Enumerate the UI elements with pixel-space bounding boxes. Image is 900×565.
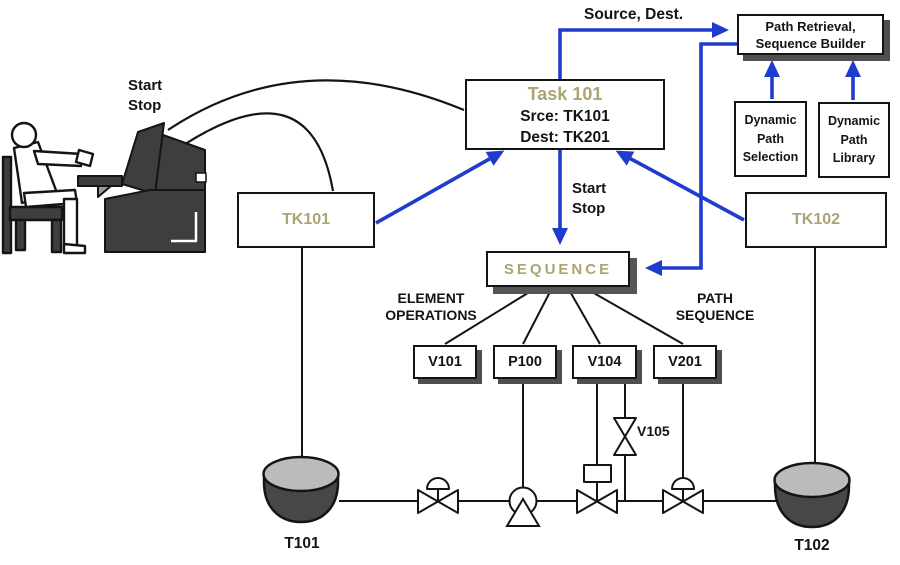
- task-start-stop-label: Start Stop: [572, 179, 606, 219]
- valve-v104-right-wedge: [596, 489, 618, 514]
- path-sequence-line1: PATH: [696, 290, 734, 306]
- pump-p100-symbol: [505, 486, 541, 527]
- dynamic-library-line1: Dynamic: [827, 114, 881, 129]
- black-connectors: [301, 248, 816, 502]
- valve-v101-dome: [426, 477, 450, 490]
- console-panel-line: [171, 212, 198, 243]
- tk101-box: TK101: [237, 192, 375, 248]
- task-stop-line: Stop: [572, 200, 606, 217]
- dynamic-library-line2: Path: [840, 132, 868, 147]
- arrow-task-to-path-retrieval: [558, 22, 729, 79]
- pump-p100-base: [505, 497, 541, 527]
- valve-v104-left-wedge: [576, 489, 598, 514]
- operator-stop-line: Stop: [128, 97, 162, 114]
- path-retrieval-box: Path Retrieval, Sequence Builder: [737, 14, 884, 55]
- operator-console: [77, 122, 207, 253]
- element-box-v201: V201: [653, 345, 717, 379]
- person-shin: [62, 197, 79, 252]
- dynamic-selection-line2: Path: [756, 131, 785, 146]
- dynamic-selection-line3: Selection: [742, 150, 799, 165]
- task-box: Task 101 Srce: TK101 Dest: TK201: [465, 79, 665, 150]
- valve-v101-left-wedge: [417, 489, 439, 514]
- element-operations-line2: OPERATIONS: [385, 307, 477, 323]
- tank-t102: [773, 461, 851, 529]
- t101-label: T101: [284, 535, 320, 552]
- console-notch: [195, 172, 207, 183]
- task-start-line: Start: [572, 180, 607, 197]
- path-retrieval-line1: Path Retrieval,: [765, 18, 856, 34]
- valve-v105-top-wedge: [613, 417, 637, 438]
- tk102-box: TK102: [745, 192, 887, 248]
- valve-v105-symbol: [613, 417, 637, 456]
- path-retrieval-line2: Sequence Builder: [755, 35, 866, 51]
- valve-v201-symbol: [662, 477, 704, 514]
- sequence-fan-line-p100: [522, 287, 553, 345]
- task-title: Task 101: [527, 84, 603, 104]
- chair-leg-front: [14, 218, 27, 252]
- chair-back: [1, 155, 13, 255]
- valve-v104-symbol: [576, 464, 618, 514]
- path-sequence-line2: SEQUENCE: [675, 307, 755, 323]
- t102-label: T102: [794, 537, 830, 554]
- tank-t102-top: [773, 461, 851, 499]
- element-box-v101: V101: [413, 345, 477, 379]
- blue-arrows: [375, 22, 861, 276]
- dynamic-path-library-box: Dynamic Path Library: [818, 102, 890, 178]
- valve-v201-left-wedge: [662, 489, 684, 514]
- chair-leg-rear: [50, 218, 63, 254]
- sequence-fan-line-v201: [584, 287, 684, 345]
- sequence-fan-line-v104: [567, 287, 601, 345]
- operator-start-line: Start: [128, 77, 163, 94]
- chair-seat: [8, 205, 64, 222]
- person-hand: [74, 148, 95, 168]
- arc-console-to-task: [167, 79, 465, 131]
- arrow-tk102-to-task: [615, 150, 745, 222]
- dynamic-path-selection-box: Dynamic Path Selection: [734, 101, 807, 177]
- console-desk: [77, 175, 123, 187]
- element-operations-label: ELEMENT OPERATIONS: [368, 290, 494, 324]
- person-head: [10, 121, 38, 149]
- task-source-line: Srce: TK101: [520, 108, 610, 125]
- valve-v201-dome: [671, 477, 695, 490]
- arrow-tk101-to-task: [375, 150, 505, 225]
- sequence-box: SEQUENCE: [486, 251, 630, 287]
- task-dest-line: Dest: TK201: [520, 129, 610, 146]
- valve-v104-actuator: [583, 464, 612, 483]
- source-dest-label: Source, Dest.: [584, 6, 684, 23]
- path-sequence-label: PATH SEQUENCE: [652, 290, 778, 324]
- person-foot: [62, 242, 87, 255]
- arc-console-to-tk101: [175, 112, 335, 192]
- operator-figure: [1, 121, 95, 255]
- dynamic-library-line3: Library: [832, 151, 876, 166]
- tank-t101: [262, 455, 340, 524]
- person-arm: [32, 149, 84, 168]
- valve-v101-symbol: [417, 477, 459, 514]
- operator-start-stop-label: Start Stop: [128, 76, 162, 116]
- valve-v101-right-wedge: [437, 489, 459, 514]
- sequence-fan-line-v101: [444, 287, 537, 345]
- element-operations-line1: ELEMENT: [397, 290, 465, 306]
- tank-t101-top: [262, 455, 340, 493]
- operator-arcs: [167, 79, 465, 192]
- arrow-path-retrieval-to-sequence: [645, 42, 737, 276]
- console-lower-cabinet: [104, 189, 206, 253]
- dynamic-selection-line1: Dynamic: [744, 113, 797, 128]
- valve-v105-bottom-wedge: [613, 435, 637, 456]
- element-box-p100: P100: [493, 345, 557, 379]
- v105-label: V105: [637, 423, 670, 439]
- valve-v201-right-wedge: [682, 489, 704, 514]
- element-box-v104: V104: [572, 345, 637, 379]
- console-desk-corner: [97, 185, 112, 198]
